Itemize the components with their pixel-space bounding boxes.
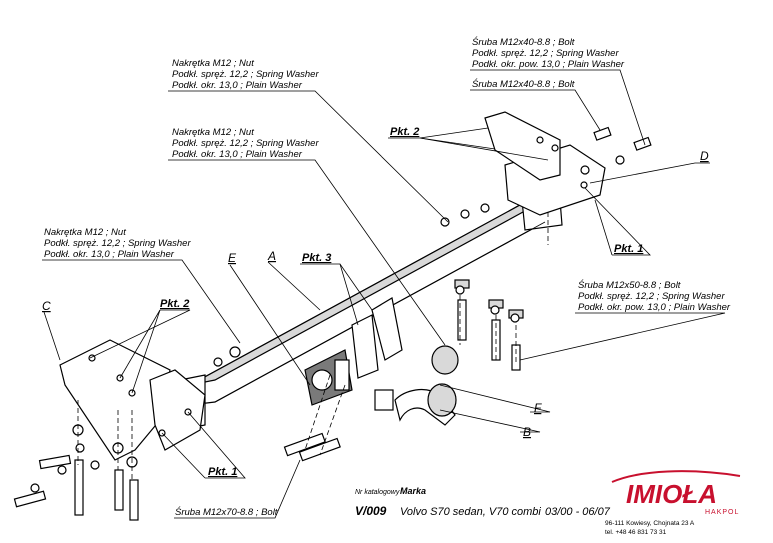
ballmount-bracket [351, 297, 403, 379]
label-line: Podkł. okr. 13,0 ; Plain Washer [172, 149, 303, 160]
imiola-logo: IMIOŁA HAKPOL [611, 470, 741, 516]
vehicle-name: Volvo S70 sedan, V70 combi [400, 506, 541, 518]
letter-f: F [534, 401, 542, 415]
label-line: Podkł. okr. 13,0 ; Plain Washer [44, 249, 175, 260]
left-bracket-c [59, 339, 206, 461]
letter-e: E [228, 251, 237, 265]
callout-pkt1-left: Pkt. 1 [208, 466, 237, 478]
socket-plate-e [304, 349, 353, 406]
label-bolt-right: Śruba M12x50-8.8 ; Bolt Podkł. spręż. 12… [578, 279, 731, 313]
label-line: Podkł. okr. pow. 13,0 ; Plain Washer [578, 302, 731, 313]
label-nut-top-1: Nakrętka M12 ; Nut Podkł. spręż. 12,2 ; … [172, 58, 319, 91]
washers-nuts [30, 155, 625, 493]
label-line: Nakrętka M12 ; Nut [44, 227, 126, 238]
callout-pkt2-top: Pkt. 2 [390, 126, 419, 138]
bolt-8 [129, 479, 139, 521]
label-line: Podkł. spręż. 12,2 ; Spring Washer [44, 238, 191, 249]
label-line: Podkł. spręż. 12,2 ; Spring Washer [172, 69, 319, 80]
vehicle-years: 03/00 - 06/07 [545, 506, 611, 518]
label-line: Podkł. okr. 13,0 ; Plain Washer [172, 80, 303, 91]
callout-pkt3: Pkt. 3 [302, 252, 331, 264]
label-line: Śruba M12x40-8.8 ; Bolt [472, 78, 575, 90]
callout-pkt1-right: Pkt. 1 [614, 243, 643, 255]
label-line: Podkł. spręż. 12,2 ; Spring Washer [578, 291, 725, 302]
label-line: Nakrętka M12 ; Nut [172, 127, 254, 138]
phone: tel. +48 46 831 73 31 [605, 529, 667, 536]
bolt-9 [283, 432, 326, 457]
catalog-no: V/009 [355, 504, 387, 518]
letter-a: A [267, 249, 276, 263]
brand-label: Marka [400, 486, 426, 496]
label-bolt-bottom: Śruba M12x70-8.8 ; Bolt [175, 506, 278, 518]
tow-ball-b [374, 345, 459, 426]
bolt-6 [74, 459, 84, 516]
bolt-11 [593, 126, 612, 141]
letter-d: D [700, 149, 709, 163]
letter-c: C [42, 299, 51, 313]
logo-sub: HAKPOL [705, 509, 739, 516]
right-bracket-d [484, 111, 606, 216]
address: 96-111 Kowiesy, Chojnata 23 A [605, 520, 695, 527]
crossbar-a [179, 174, 563, 431]
letter-b: B [523, 425, 531, 439]
bolt-5 [13, 490, 47, 508]
bolt-4 [38, 454, 72, 470]
label-nut-top-2: Nakrętka M12 ; Nut Podkł. spręż. 12,2 ; … [172, 127, 319, 160]
catalog-label: Nr katalogowy [355, 489, 400, 496]
label-line: Nakrętka M12 ; Nut [172, 58, 254, 69]
label-line: Śruba M12x40-8.8 ; Bolt [472, 36, 575, 48]
label-line: Podkł. spręż. 12,2 ; Spring Washer [172, 138, 319, 149]
label-bolt-top-right: Śruba M12x40-8.8 ; Bolt Podkł. spręż. 12… [472, 36, 625, 90]
label-line: Podkł. okr. pow. 13,0 ; Plain Washer [472, 59, 625, 70]
leader-lines [42, 69, 726, 519]
callout-pkt2-left: Pkt. 2 [160, 298, 189, 310]
label-nut-left: Nakrętka M12 ; Nut Podkł. spręż. 12,2 ; … [44, 227, 191, 260]
assembly-lines [77, 212, 549, 480]
label-line: Śruba M12x50-8.8 ; Bolt [578, 279, 681, 291]
bolt-10 [298, 437, 341, 462]
bolt-12 [633, 136, 652, 151]
logo-text: IMIOŁA [626, 479, 717, 509]
bolt-7 [114, 469, 124, 511]
label-line: Podkł. spręż. 12,2 ; Spring Washer [472, 48, 619, 59]
footer: Nr katalogowy Marka V/009 Volvo S70 seda… [355, 470, 741, 536]
